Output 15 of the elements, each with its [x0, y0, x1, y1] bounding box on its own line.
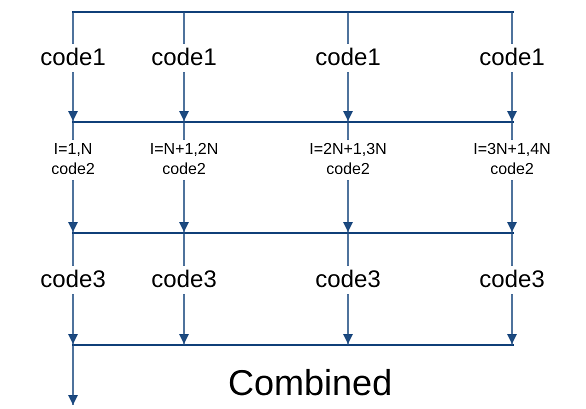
edge-label: code1	[477, 44, 547, 72]
edge-label: code1	[38, 44, 108, 72]
bar-line	[72, 232, 514, 234]
bar-line	[72, 344, 514, 346]
edge-label: code3	[477, 266, 547, 294]
edge-label: code3	[149, 266, 219, 294]
diagram-label: Combined	[228, 362, 392, 404]
arrow	[68, 346, 78, 405]
edge-label: code3	[38, 266, 108, 294]
bar-line	[72, 11, 514, 13]
edge-label: code1	[149, 44, 219, 72]
bar-line	[72, 121, 514, 123]
edge-label: code3	[313, 266, 383, 294]
edge-label: code1	[313, 44, 383, 72]
edge-label: I=1,N code2	[49, 140, 97, 180]
